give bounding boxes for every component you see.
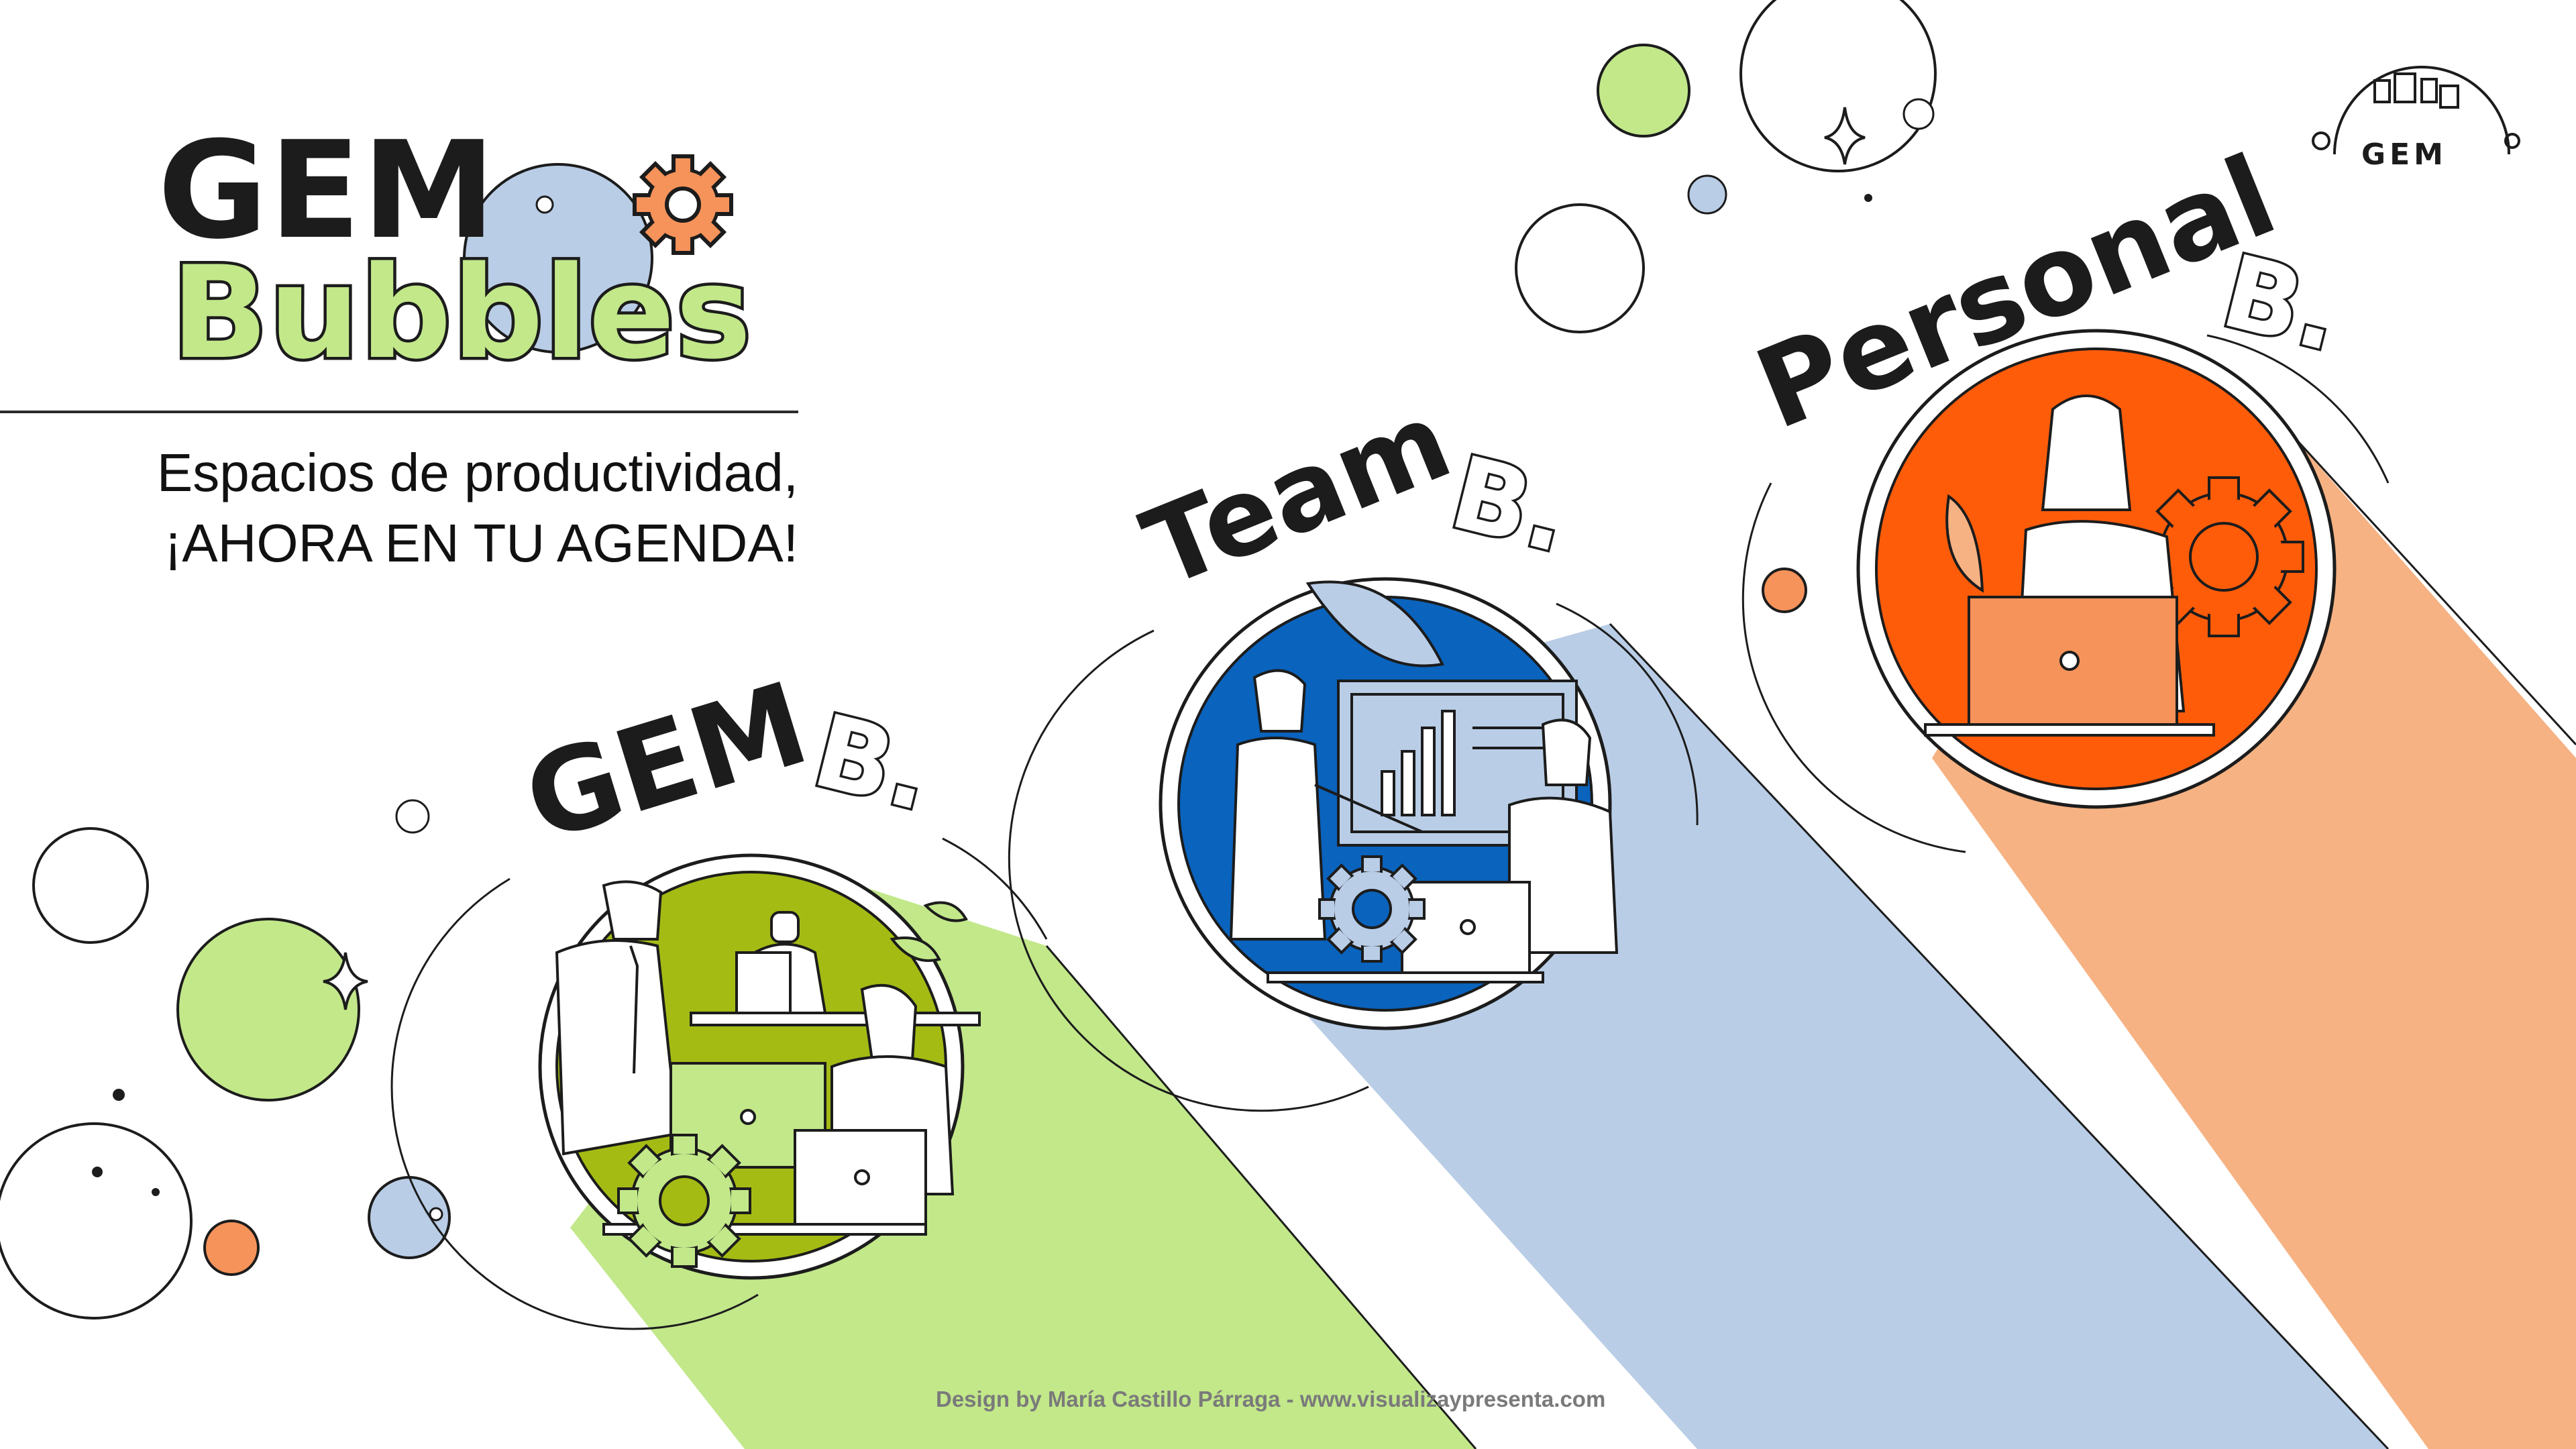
mark-team: B.: [1438, 432, 1582, 578]
tagline-line1: Espacios de productividad,: [156, 443, 798, 502]
bubble-personal[interactable]: [1741, 329, 2390, 853]
presentation-illustration: [1229, 580, 1619, 983]
bubble-team[interactable]: [1008, 577, 1699, 1112]
deco-circle: [1597, 44, 1690, 138]
divider: [0, 411, 798, 413]
deco-circle: [32, 827, 149, 944]
sparkle-icon: [1824, 107, 1866, 165]
woman-laptop-illustration: [1924, 394, 2304, 737]
title-bubble: [463, 163, 653, 354]
deco-circle: [203, 1220, 260, 1276]
gem-logo: [2312, 66, 2520, 155]
bubble-gem[interactable]: [390, 837, 1048, 1330]
deco-circle: [1762, 568, 1807, 613]
tagline-line2: ¡AHORA EN TU AGENDA!: [164, 513, 798, 573]
logo-text: GEM: [2361, 138, 2447, 172]
design-credit[interactable]: Design by María Castillo Párraga - www.v…: [936, 1387, 1606, 1411]
deco-circle: [1515, 203, 1645, 333]
deco-circle: [176, 918, 360, 1102]
team-desk-illustration: [555, 880, 981, 1268]
deco-circle: [395, 799, 430, 834]
gear-icon: [633, 154, 733, 255]
title-gem: GEM: [158, 113, 497, 269]
mark-gem: B.: [801, 690, 945, 836]
sparkle-icon: [323, 952, 368, 1010]
deco-circle: [1739, 0, 1937, 172]
deco-circle: [0, 1122, 193, 1320]
mark-personal: B.: [2210, 231, 2354, 376]
deco-circle: [1687, 174, 1727, 215]
title-bubbles: Bubbles: [168, 239, 754, 387]
